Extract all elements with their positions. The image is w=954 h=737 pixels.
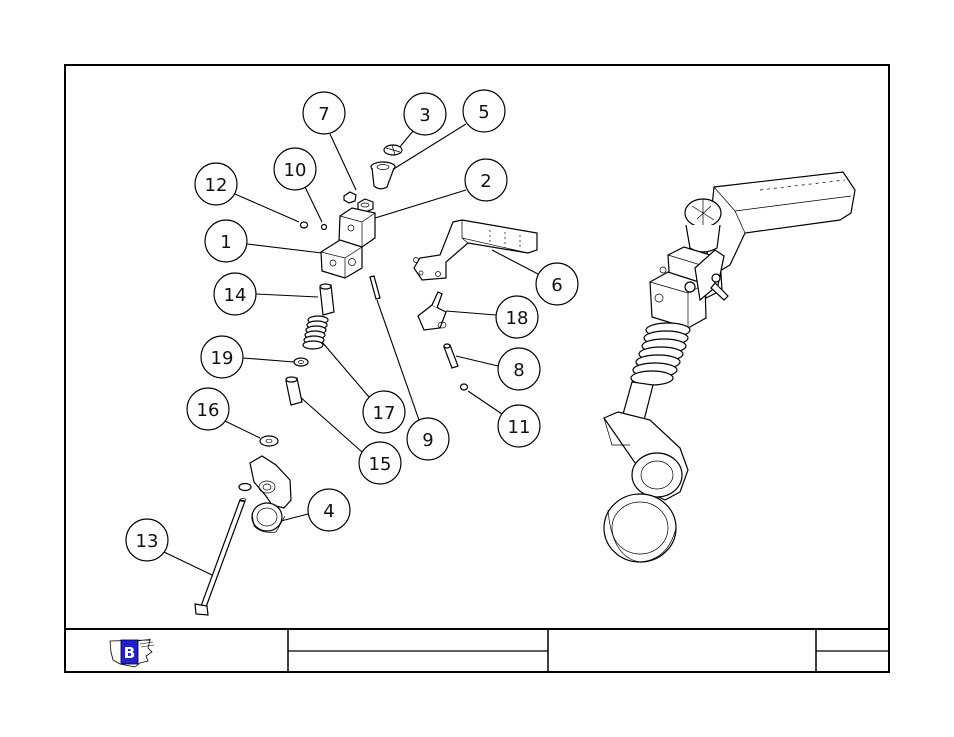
- svg-text:5: 5: [478, 102, 489, 123]
- part-1-block: [321, 208, 375, 278]
- assembled-view: [604, 172, 855, 562]
- assembled-spring: [631, 323, 690, 385]
- svg-text:1: 1: [220, 232, 231, 253]
- part-14-sleeve: [320, 284, 334, 315]
- svg-text:4: 4: [323, 501, 334, 522]
- part-10-screw: [322, 225, 327, 230]
- part-6-bracket: [414, 220, 538, 280]
- svg-text:19: 19: [211, 348, 234, 369]
- svg-text:10: 10: [284, 160, 307, 181]
- title-block: B: [65, 629, 889, 672]
- svg-text:17: 17: [373, 403, 396, 424]
- callout-6: 6: [492, 250, 578, 305]
- drawing-border: [65, 65, 889, 672]
- callout-11: 11: [468, 391, 540, 447]
- svg-text:3: 3: [419, 105, 430, 126]
- callout-8: 8: [456, 348, 540, 390]
- part-11-ring: [461, 384, 468, 390]
- part-9-pin: [370, 276, 380, 299]
- svg-text:2: 2: [480, 171, 491, 192]
- callout-16: 16: [187, 388, 260, 438]
- svg-text:15: 15: [369, 454, 392, 475]
- exploded-parts: [195, 145, 537, 615]
- callouts: 7 3 5 10 12 2: [126, 90, 578, 575]
- part-18-clip: [418, 292, 446, 330]
- svg-text:16: 16: [197, 400, 220, 421]
- part-5-bushing: [371, 162, 395, 189]
- callout-17: 17: [322, 342, 405, 433]
- callout-13: 13: [126, 519, 212, 575]
- part-8-pin: [444, 344, 458, 368]
- svg-text:6: 6: [551, 275, 562, 296]
- svg-text:14: 14: [224, 285, 247, 306]
- callout-18: 18: [446, 296, 538, 338]
- svg-text:9: 9: [422, 430, 433, 451]
- part-15-spacer: [286, 377, 302, 405]
- callout-14: 14: [214, 273, 318, 315]
- svg-text:8: 8: [513, 360, 524, 381]
- svg-text:18: 18: [506, 308, 529, 329]
- part-12-screw: [301, 222, 308, 228]
- svg-text:7: 7: [318, 104, 329, 125]
- logo-letter: B: [124, 644, 135, 662]
- part-13-bolt: [195, 499, 246, 616]
- svg-text:11: 11: [508, 417, 531, 438]
- part-3-knob: [384, 145, 402, 155]
- callout-3: 3: [399, 93, 446, 148]
- part-7-nut: [344, 192, 356, 203]
- callout-10: 10: [274, 148, 322, 222]
- svg-text:12: 12: [205, 175, 228, 196]
- part-16-washer: [260, 436, 278, 446]
- part-19-washer: [294, 358, 308, 366]
- svg-text:13: 13: [136, 531, 159, 552]
- callout-19: 19: [201, 336, 294, 378]
- company-logo: B: [110, 639, 154, 667]
